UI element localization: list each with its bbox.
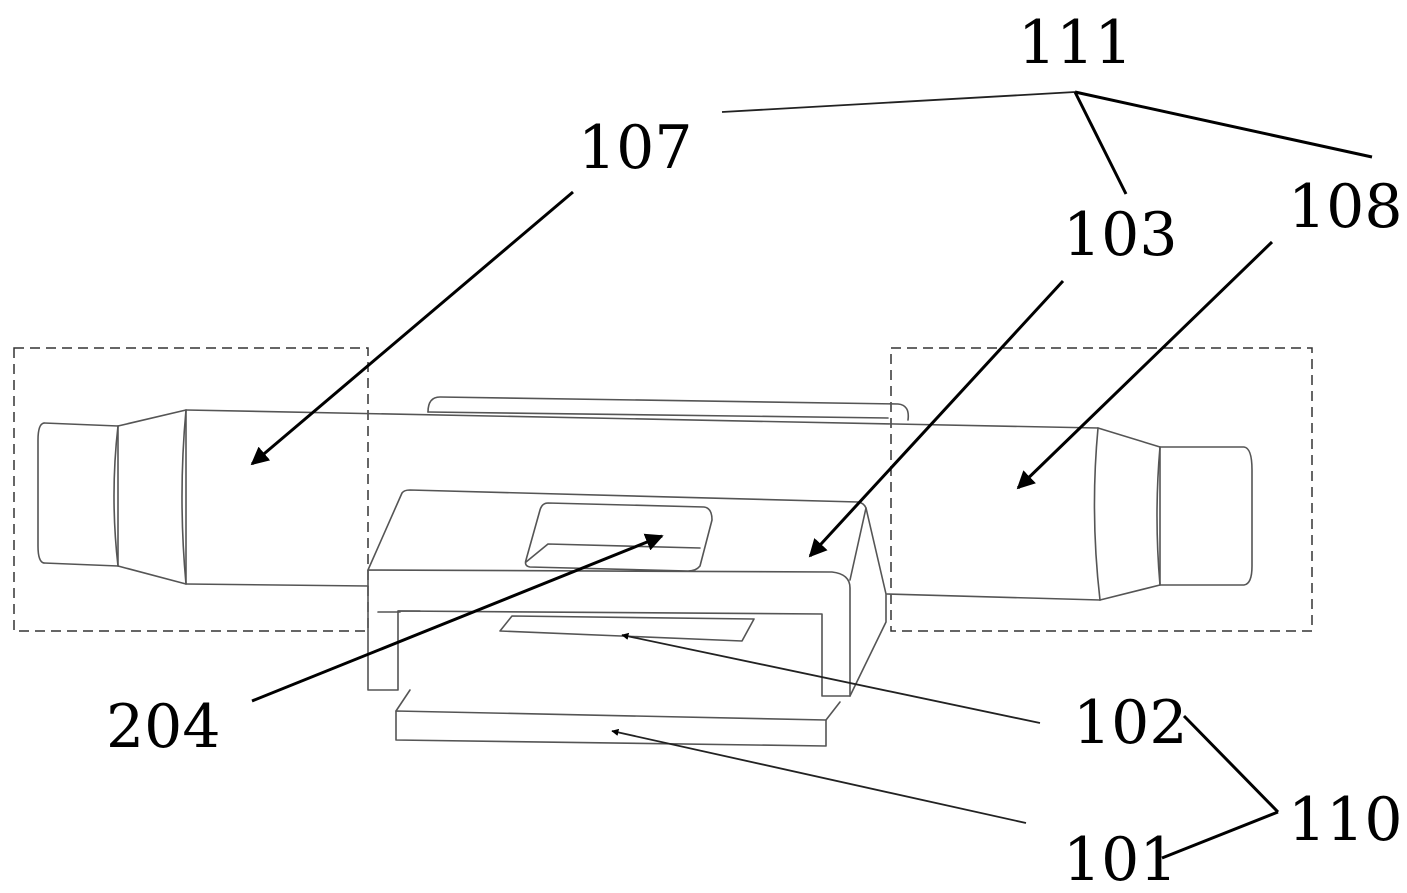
label-107: 107 — [578, 113, 693, 183]
left-dashed-frame — [13, 347, 369, 632]
bracket — [367, 489, 887, 697]
label-110: 110 — [1288, 785, 1403, 855]
right-dashed-frame — [890, 347, 1313, 632]
cylinder-body — [37, 409, 1253, 601]
label-102: 102 — [1073, 688, 1188, 758]
label-103: 103 — [1063, 200, 1178, 270]
leader-lines — [250, 90, 1373, 860]
label-111: 111 — [1018, 8, 1133, 78]
back-rail — [427, 396, 910, 421]
label-101: 101 — [1063, 825, 1178, 893]
label-204: 204 — [106, 692, 221, 762]
label-108: 108 — [1288, 172, 1403, 242]
plates — [395, 615, 841, 747]
